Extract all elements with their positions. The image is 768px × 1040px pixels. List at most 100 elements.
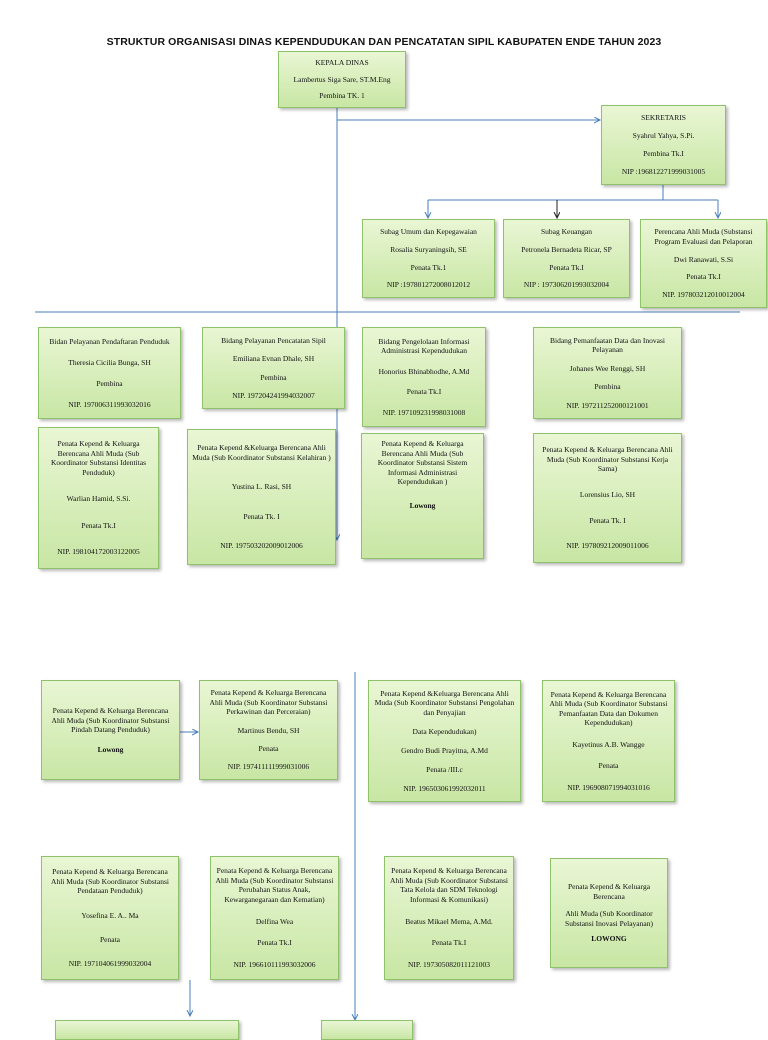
role-continued: Data Kependudukan) [412,726,477,736]
subkoordinator-box: Penata Kepend &Keluarga Berencana Ahli M… [368,680,521,802]
role: Bidang Pengelolaan Informasi Administras… [378,336,470,356]
name: Yustina L. Rasi, SH [231,482,292,492]
name: Johanes Wee Renggi, SH [569,363,646,373]
bidang-box: Bidang Pelayanan Pencatatan Sipil Emilia… [202,327,345,409]
perencana-box: Perencana Ahli Muda (Substansi Program E… [640,219,767,308]
subkoordinator-box: Penata Kepend & Keluarga Berencana Ahli … [533,433,682,563]
nip: NIP. 197006311993032016 [68,399,151,409]
cropped-box [321,1020,413,1040]
role: Penata Kepend & Keluarga Berencana Ahli … [549,689,668,728]
role: Penata Kepend &Keluarga Berencana Ahli M… [192,443,331,462]
subag-keuangan-box: Subag Keuangan Petronela Bernadeta Ricar… [503,219,630,298]
subkoordinator-box: Penata Kepend & Keluarga Berencana Ahli … [199,680,338,780]
nip: NIP. 197503202009012006 [220,541,303,551]
nip: NIP. 197204241994032007 [232,391,315,400]
bidang-box: Bidang Pemanfaatan Data dan Inovasi Pela… [533,327,682,419]
chart-title: STRUKTUR ORGANISASI DINAS KEPENDUDUKAN D… [106,36,662,48]
role: KEPALA DINAS [315,58,369,68]
subkoordinator-box: Penata Kepend & Keluarga Berencana Ahli … [550,858,668,968]
name: LOWONG [591,934,627,944]
kepala-dinas-box: KEPALA DINAS Lambertus Siga Sare, ST.M.E… [278,51,406,108]
name: Rosalia Suryaningsih, SE [390,244,467,254]
name: Yosefina E. A.. Ma [81,910,139,920]
nip: NIP :196812271999031005 [621,167,706,177]
name: Emiliana Evnan Dhale, SH [232,354,315,363]
nip: NIP. 197211252000121001 [566,400,649,410]
nip: NIP. 196908071994031016 [567,782,650,792]
role: Subag Keuangan [540,227,593,237]
name: Petronela Bernadeta Ricar, SP [521,244,612,254]
name: Warlian Hamid, S.Si. [66,494,131,504]
role: Bidan Pelayanan Pendaftaran Penduduk [49,336,170,346]
name: Delfina Wea [255,916,294,926]
name: Lowong [97,744,124,754]
rank: Pembina [96,378,123,388]
rank: Penata Tk. I [589,515,626,525]
name: Lambertus Siga Sare, ST.M.Eng [293,74,391,84]
nip: NIP. 197104061999032004 [68,959,152,969]
subkoordinator-box: Penata Kepend & Keluarga Berencana Ahli … [41,680,180,780]
rank: Penata Tk.I [431,938,467,948]
name: Gendro Budi Prayitna, A.Md [401,745,488,755]
nip: NIP : 197306201993032004 [523,280,610,290]
name: Lorensius Lio, SH [579,489,636,499]
role: Penata Kepend & Keluarga Berencana Ahli … [215,866,334,904]
cropped-box [55,1020,239,1040]
rank: Penata Tk.I [686,272,721,282]
rank: Penata [100,934,120,944]
nip: NIP. 196503061992032011 [403,783,486,793]
nip: NIP. 197803212010012004 [662,290,745,300]
nip: NIP. 197411111999031006 [227,762,310,772]
sekretaris-box: SEKRETARIS Syahrul Yahya, S.Pi. Pembina … [601,105,726,185]
role: Penata Kepend & Keluarga Berencana Ahli … [390,866,508,904]
subkoordinator-box: Penata Kepend & Keluarga Berencana Ahli … [361,433,484,559]
subag-umum-box: Subag Umum dan Kepegawaian Rosalia Surya… [362,219,495,298]
nip: NIP. 198104172003122005 [57,547,140,557]
rank: Penata [598,761,619,771]
name: Beatus Mikael Mema, A.Md. [405,916,493,926]
role: Subag Umum dan Kepegawaian [380,227,477,237]
rank: Penata Tk.I [257,938,292,948]
role-continued: Ahli Muda (Sub Koordinator Substansi Ino… [565,909,653,928]
rank: Penata Tk.I [406,387,442,397]
role: Penata Kepend & Keluarga Berencana Ahli … [377,439,468,486]
subkoordinator-box: Penata Kepend &Keluarga Berencana Ahli M… [187,429,336,565]
role: Perencana Ahli Muda (Substansi Program E… [654,227,753,246]
rank: Penata [258,743,279,753]
nip: NIP :197801272008012012 [386,280,471,290]
role: Bidang Pemanfaatan Data dan Inovasi Pela… [550,335,665,355]
subkoordinator-box: Penata Kepend & Keluarga Berencana Ahli … [542,680,675,802]
name: Martinus Bendu, SH [237,725,300,735]
name: Dwi Ranawati, S.Si [673,254,734,264]
role: Penata Kepend & Keluarga Berencana Ahli … [209,688,328,717]
role: Penata Kepend & Keluarga Berencana Ahli … [51,867,169,896]
name: Theresia Cicilia Bunga, SH [68,357,151,367]
role: Penata Kepend & Keluarga Berencana Ahli … [51,706,170,734]
name: Kayetinus A.B. Wangge [572,739,645,749]
rank: Penata /III.c [426,764,463,774]
name: Honorius Bhinabhodhe, A.Md [378,366,470,376]
role: SEKRETARIS [641,113,686,123]
name: Lowong [409,500,436,510]
rank: Penata Tk.1 [410,262,447,272]
rank: Pembina [594,382,621,392]
nip: NIP. 196610111993032006 [233,960,316,970]
bidang-box: Bidan Pelayanan Pendaftaran Penduduk The… [38,327,181,419]
role: Penata Kepend & Keluarga Berencana [567,882,651,901]
subkoordinator-box: Penata Kepend & Keluarga Berencana Ahli … [38,427,159,569]
nip: NIP. 197305082011121003 [408,960,490,970]
name: Syahrul Yahya, S.Pi. [632,131,695,141]
rank: Penata Tk.I [81,520,116,530]
role: Penata Kepend & Keluarga Berencana Ahli … [51,439,146,477]
subkoordinator-box: Penata Kepend & Keluarga Berencana Ahli … [210,856,339,980]
subkoordinator-box: Penata Kepend & Keluarga Berencana Ahli … [384,856,514,980]
bidang-box: Bidang Pengelolaan Informasi Administras… [362,327,486,427]
role: Bidang Pelayanan Pencatatan Sipil [221,335,326,345]
rank: Pembina TK. 1 [319,91,365,101]
rank: Pembina [260,372,287,382]
nip: NIP. 197109231998031008 [382,407,466,417]
role: Penata Kepend & Keluarga Berencana Ahli … [542,445,673,474]
rank: Pembina Tk.I [643,149,684,159]
subkoordinator-box: Penata Kepend & Keluarga Berencana Ahli … [41,856,179,980]
role: Penata Kepend &Keluarga Berencana Ahli M… [374,688,515,717]
